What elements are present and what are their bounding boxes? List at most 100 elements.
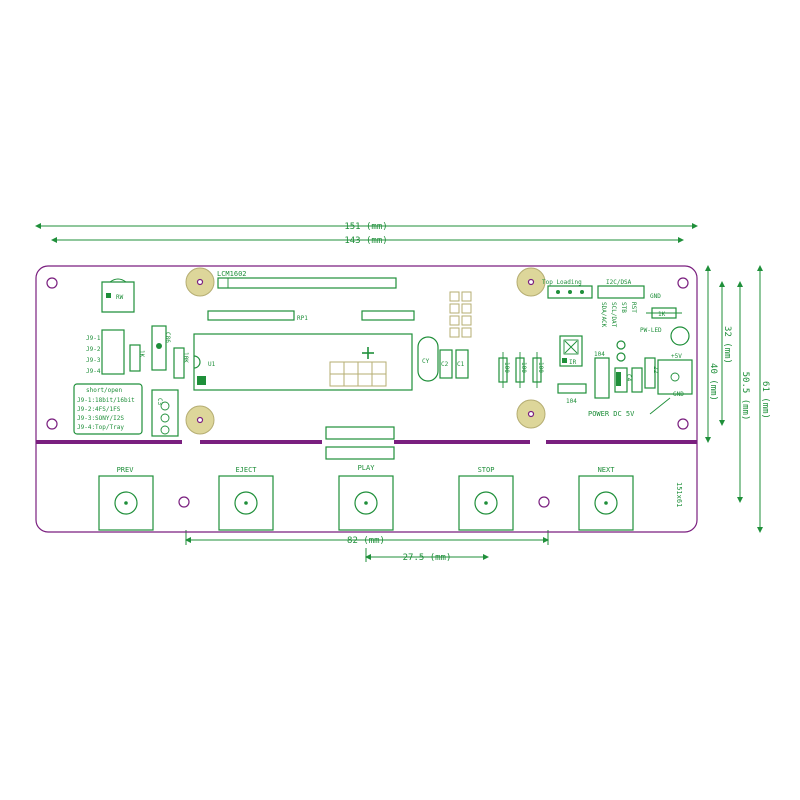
capacitor-104-horizontal xyxy=(557,383,587,394)
j9-3-label: J9-3 xyxy=(86,357,101,364)
dim-height-40: 40 (mm) xyxy=(705,265,718,443)
jumper-notes: short/open J9-1:18bit/16bit J9-2:4FS/1FS… xyxy=(73,383,143,435)
capacitor-c86: C86 xyxy=(151,325,171,371)
sda-label: SDA/ACK xyxy=(600,302,607,328)
c86-label: C86 xyxy=(164,332,171,343)
capacitor-c4 xyxy=(614,367,628,393)
pw-led-label: PW-LED xyxy=(640,327,662,334)
r1k-left-label: 1K xyxy=(138,350,145,358)
rw-label: RW xyxy=(116,294,124,301)
mount-hole xyxy=(46,277,58,289)
lcd-mount-hole xyxy=(527,278,535,286)
board-outline xyxy=(35,265,698,533)
eject-button[interactable]: EJECT xyxy=(218,466,274,531)
c104a-label: 104 xyxy=(594,351,605,358)
rst-label: RST xyxy=(630,302,637,313)
dim-height-61: 61 (mm) xyxy=(757,265,770,533)
u1-chip: U1 xyxy=(193,333,413,391)
j9-2-label: J9-2 xyxy=(86,346,101,353)
i2c-label: I2C/DSA xyxy=(606,279,632,286)
dim-button-pitch-label: 27.5 (mm) xyxy=(403,553,452,563)
stop-button[interactable]: STOP xyxy=(458,466,514,531)
lcd-mount-hole xyxy=(196,278,204,286)
note-4: J9-4:Top/Tray xyxy=(77,424,124,431)
dim-inner-width-label: 143 (mm) xyxy=(344,236,387,246)
u1-label: U1 xyxy=(208,361,216,368)
dim-height-40-label: 40 (mm) xyxy=(708,363,718,401)
dim-inner-width: 143 (mm) xyxy=(51,236,684,246)
dim-height-50-5: 50.5 (mm) xyxy=(737,281,750,503)
header-small xyxy=(361,310,415,321)
resistor-1k-left: 1K xyxy=(129,344,145,372)
mount-hole xyxy=(677,277,689,289)
capacitor-c3: C3 xyxy=(151,389,179,437)
r100-1-label: 100 xyxy=(503,362,510,373)
note-2: J9-2:4FS/1FS xyxy=(77,406,121,413)
stb-label: STB xyxy=(620,302,627,313)
resistor-100-1: 100 xyxy=(498,352,510,388)
dim-height-32-label: 32 (mm) xyxy=(722,326,732,364)
next-button[interactable]: NEXT xyxy=(578,466,634,531)
top-loading-connector xyxy=(547,285,593,299)
dim-height-50-5-label: 50.5 (mm) xyxy=(740,372,750,421)
ir-label: IR xyxy=(569,359,577,366)
play-button[interactable]: PLAY xyxy=(338,464,394,531)
r10k-label: 10K xyxy=(182,352,189,363)
lcd-mount-hole xyxy=(196,416,204,424)
crystal: CY xyxy=(417,336,439,382)
mount-hole xyxy=(46,418,58,430)
r22-label: 22 xyxy=(652,366,659,374)
resistor-10k: 10K xyxy=(173,347,189,379)
resistor-100-3: 100 xyxy=(532,352,544,388)
next-label: NEXT xyxy=(598,466,616,474)
r100-3-label: 100 xyxy=(537,362,544,373)
lcm-label: LCM1602 xyxy=(217,270,247,278)
c2-label: C2 xyxy=(441,361,449,368)
rp1-label: RP1 xyxy=(297,315,308,322)
capacitor-c1 xyxy=(455,349,469,379)
dim-height-32: 32 (mm) xyxy=(719,281,732,426)
lcd-mount-hole xyxy=(527,410,535,418)
power-connector xyxy=(657,359,693,395)
i2c-connector xyxy=(597,285,645,299)
r1k-label: 1K xyxy=(658,311,666,318)
r100-2-label: 100 xyxy=(520,362,527,373)
cy-label: CY xyxy=(422,358,430,365)
dim-overall-width-label: 151 (mm) xyxy=(344,222,387,232)
note-3: J9-3:SONY/I2S xyxy=(77,415,124,422)
capacitor-104-vertical xyxy=(594,357,610,399)
c4-label: C4 xyxy=(625,374,632,382)
play-label: PLAY xyxy=(358,464,376,472)
j9-4-label: J9-4 xyxy=(86,368,101,375)
dim-button-span-label: 82 (mm) xyxy=(347,536,385,546)
ir-receiver: IR xyxy=(559,335,583,367)
c3-label: C3 xyxy=(156,398,163,406)
capacitor-c2 xyxy=(439,349,453,379)
prev-label: PREV xyxy=(117,466,135,474)
dim-height-61-label: 61 (mm) xyxy=(760,381,770,419)
pad-round xyxy=(616,352,626,362)
gnd-top-label: GND xyxy=(650,293,661,300)
resistor-1k: 1K xyxy=(646,307,682,319)
pad-round xyxy=(616,340,626,350)
rw-trimmer: RW xyxy=(101,278,135,313)
short-open-label: short/open xyxy=(86,387,123,394)
bridge-connector-lower xyxy=(325,446,395,460)
prev-button[interactable]: PREV xyxy=(98,466,154,531)
scl-label: SCL/DAT xyxy=(610,302,617,328)
resistor-22-body xyxy=(644,357,656,389)
j9-1-label: J9-1 xyxy=(86,335,101,342)
gnd-bottom-label: GND xyxy=(673,391,684,398)
c1-label: C1 xyxy=(457,361,465,368)
dim-overall-width: 151 (mm) xyxy=(35,222,698,232)
pad-array xyxy=(449,291,472,338)
c104b-label: 104 xyxy=(566,398,577,405)
plus5v-label: +5V xyxy=(671,353,682,360)
rp1-resistor-pack xyxy=(207,310,295,321)
note-1: J9-1:18bit/16bit xyxy=(77,397,135,404)
eject-label: EJECT xyxy=(235,466,257,474)
bridge-connector-upper xyxy=(325,426,395,440)
lcm-header xyxy=(217,277,397,289)
dim-button-pitch: 27.5 (mm) xyxy=(365,548,489,563)
